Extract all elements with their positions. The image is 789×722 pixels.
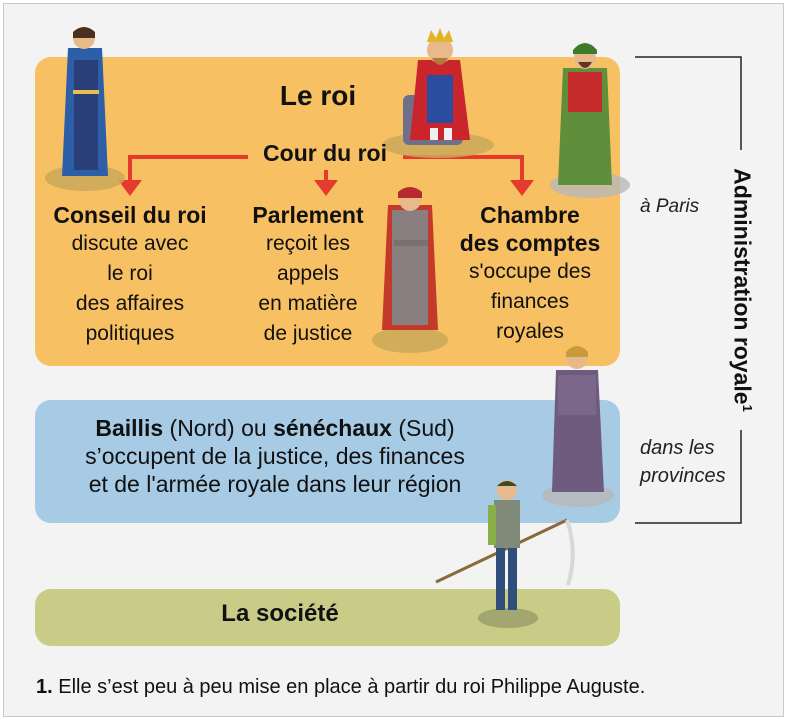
chambre-line-1: s'occupe des — [469, 260, 591, 283]
provinces-text: Baillis (Nord) ou sénéchaux (Sud) s’occu… — [55, 414, 495, 498]
provinces-side-line-2: provinces — [640, 465, 726, 487]
official-figure-green — [550, 43, 630, 198]
peasant-figure — [435, 480, 575, 628]
footnote: 1. Elle s’est peu à peu mise en place à … — [36, 676, 645, 699]
chambre-title-line-2: des comptes — [459, 230, 601, 256]
chambre-line-3: royales — [496, 320, 564, 343]
conseil-line-1: discute avec — [71, 232, 189, 255]
sud-text: (Sud) — [391, 415, 455, 441]
court-label: Cour du roi — [263, 140, 387, 166]
administration-bracket — [635, 56, 742, 524]
provinces-side-label: dans les provinces — [640, 434, 726, 490]
administration-label: Administration royale1 — [729, 168, 756, 412]
parlement-line-1: reçoit les — [265, 232, 351, 255]
parlement-line-3: en matière — [258, 292, 358, 315]
footnote-text: Elle s’est peu à peu mise en place à par… — [52, 676, 646, 698]
parlement-line-2: appels — [277, 262, 339, 285]
provinces-side-line-1: dans les — [640, 437, 715, 459]
king-title: Le roi — [279, 80, 357, 111]
conseil-line-4: politiques — [85, 322, 175, 345]
administration-footnote-mark: 1 — [740, 404, 756, 412]
noble-figure-left — [45, 27, 125, 191]
chambre-column: Chambre des comptes s'occupe des finance… — [455, 201, 605, 347]
parlement-title: Parlement — [252, 202, 364, 228]
parlement-column: Parlement reçoit les appels en matière d… — [238, 201, 378, 349]
arrow-head-parlement — [314, 180, 338, 196]
senechaux-term: sénéchaux — [273, 415, 392, 441]
paris-label: à Paris — [640, 196, 700, 217]
conseil-line-3: des affaires — [75, 292, 185, 315]
provinces-line-3: et de l'armée royale dans leur région — [88, 471, 462, 497]
conseil-title: Conseil du roi — [53, 202, 207, 228]
provinces-line-2: s’occupent de la justice, des finances — [85, 443, 465, 469]
king-figure — [382, 28, 494, 158]
chambre-line-2: finances — [490, 290, 570, 313]
footnote-number: 1. — [36, 676, 53, 698]
provinces-box — [35, 400, 620, 523]
baillis-term: Baillis — [95, 415, 164, 441]
chambre-title-line-1: Chambre — [480, 202, 580, 228]
paris-administration-box — [35, 57, 620, 366]
society-label: La société — [221, 600, 339, 627]
arrow-head-conseil — [118, 180, 142, 196]
nord-text: (Nord) ou — [163, 415, 274, 441]
provinces-line-1: Baillis (Nord) ou sénéchaux (Sud) — [55, 414, 495, 442]
judge-figure — [372, 187, 448, 353]
arrow-head-chambre — [510, 180, 534, 196]
conseil-column: Conseil du roi discute avec le roi des a… — [45, 201, 215, 349]
conseil-line-2: le roi — [107, 262, 153, 285]
arrow-to-chambre — [403, 155, 524, 182]
bailli-figure — [542, 346, 614, 507]
administration-text: Administration royale — [729, 168, 756, 405]
parlement-line-4: de justice — [263, 322, 353, 345]
arrow-to-conseil — [128, 155, 248, 182]
